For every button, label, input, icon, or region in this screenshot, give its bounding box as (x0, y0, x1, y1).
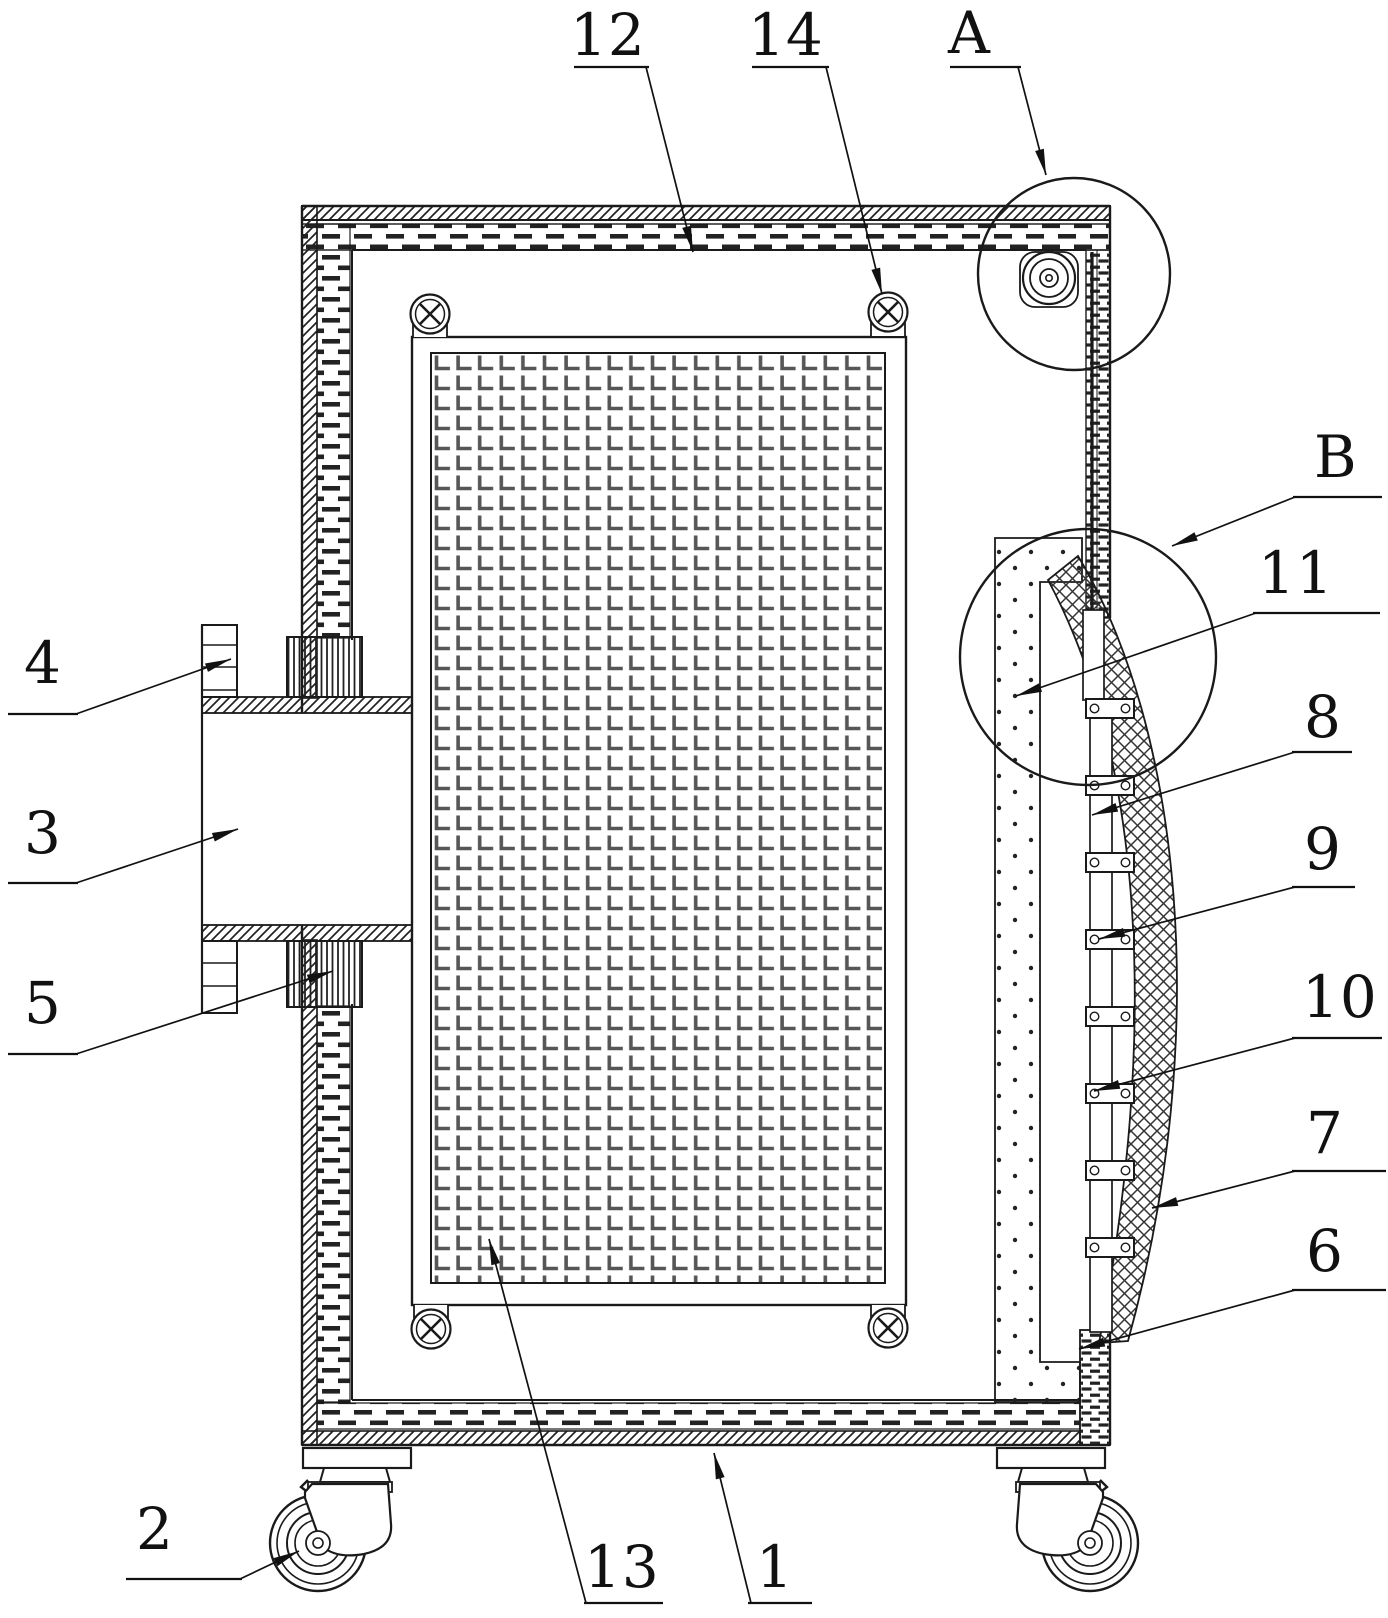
ref-label-1: 1 (756, 1533, 794, 1601)
panel-screw-bottom-left (410, 1308, 452, 1350)
pulley-assembly (1019, 250, 1079, 308)
pipe-clamp-top (286, 636, 363, 698)
ref-label-11: 11 (1258, 539, 1334, 607)
label-underlines (8, 65, 1386, 1605)
ref-label-7: 7 (1306, 1099, 1344, 1167)
detail-circles (958, 176, 1218, 787)
panel-screw-top-right (867, 291, 909, 333)
ref-label-6: 6 (1306, 1217, 1344, 1285)
panel-mesh (430, 352, 886, 1284)
ref-label-5: 5 (24, 969, 62, 1037)
right-assembly (994, 252, 1178, 1446)
ref-label-8: 8 (1304, 683, 1342, 751)
ref-label-2: 2 (136, 1495, 174, 1563)
detail-circle-B (958, 527, 1218, 787)
leader-lines (75, 66, 1296, 1604)
ref-label-A: A (948, 0, 991, 67)
ref-label-9: 9 (1304, 815, 1342, 883)
pipe-clamp-bottom (286, 940, 363, 1008)
ref-label-3: 3 (24, 799, 62, 867)
mesh-panel (409, 291, 909, 1350)
cabinet-housing (300, 204, 1112, 1447)
pipe-flange-top (201, 624, 238, 698)
inlet-pipe-assembly (200, 624, 413, 1014)
ref-label-12: 12 (570, 1, 646, 69)
corner-block (1079, 1329, 1111, 1446)
detail-circle-A (976, 176, 1172, 372)
caster-wheel-left (268, 1446, 413, 1593)
panel-screw-bottom-right (867, 1307, 909, 1349)
pipe-wall-bottom (201, 924, 413, 942)
ref-label-B: B (1314, 423, 1358, 491)
ref-label-13: 13 (584, 1533, 660, 1601)
panel-screw-top-left (409, 293, 451, 335)
stippled-panel (994, 537, 1083, 1403)
ref-label-10: 10 (1302, 963, 1378, 1031)
ref-label-14: 14 (748, 1, 824, 69)
ref-label-4: 4 (24, 629, 62, 697)
caster-wheel-right (995, 1446, 1140, 1593)
pipe-wall-top (201, 696, 413, 714)
pipe-flange-bottom (201, 940, 238, 1014)
